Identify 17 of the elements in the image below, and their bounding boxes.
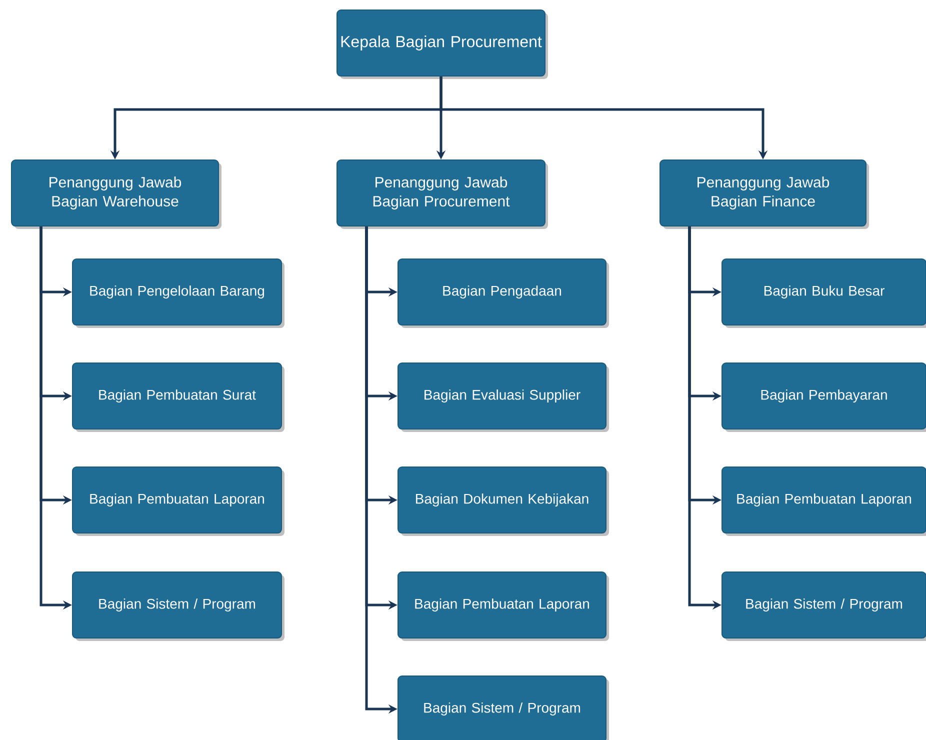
department-box: Penanggung Jawab Bagian Warehouse [11,160,222,229]
section-box: Bagian Sistem / Program [72,572,284,641]
section-box: Bagian Sistem / Program [398,676,609,740]
section-box: Bagian Sistem / Program [722,572,926,641]
section-box: Bagian Pengelolaan Barang [72,258,284,328]
section-box: Bagian Pembuatan Surat [72,362,284,432]
section-box: Bagian Pembuatan Laporan [398,572,609,641]
head-box: Kepala Bagian Procurement [336,10,548,79]
section-box: Bagian Evaluasi Supplier [398,362,609,432]
section-box: Bagian Pembuatan Laporan [722,466,926,536]
section-box: Bagian Pembuatan Laporan [72,466,284,536]
department-box: Penanggung Jawab Bagian Procurement [336,160,548,229]
section-box: Bagian Pembayaran [722,362,926,432]
section-box: Bagian Buku Besar [722,258,926,328]
department-box: Penanggung Jawab Bagian Finance [660,160,869,229]
section-box: Bagian Pengadaan [398,258,609,328]
section-box: Bagian Dokumen Kebijakan [398,466,609,536]
